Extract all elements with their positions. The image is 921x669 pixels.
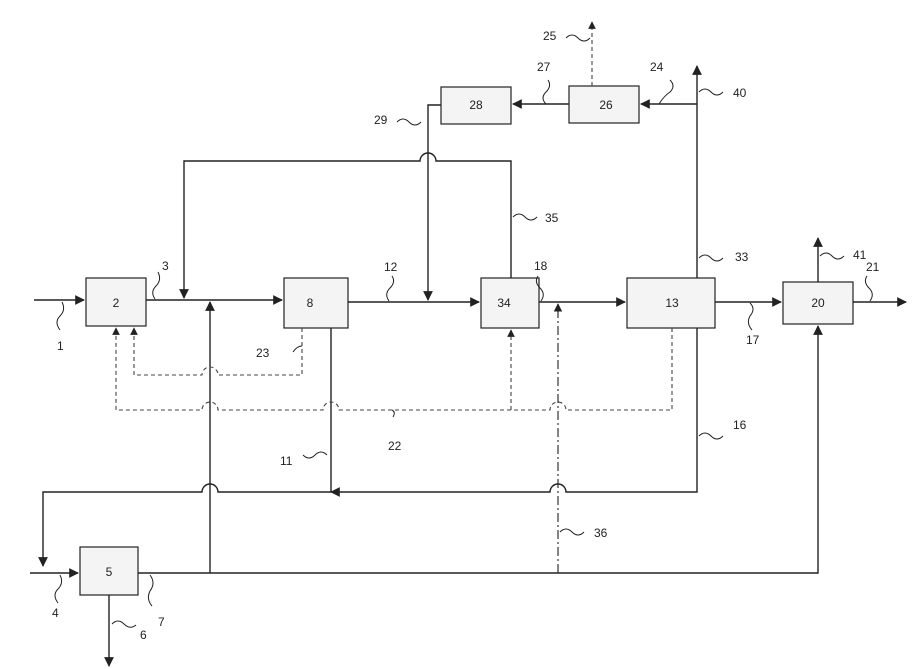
unit-5-label: 5: [106, 565, 113, 579]
label-29: 29: [374, 113, 388, 127]
unit-13: 13: [627, 278, 715, 328]
label-35: 35: [545, 211, 559, 225]
label-41: 41: [853, 248, 867, 262]
label-33: 33: [735, 250, 749, 264]
unit-26-label: 26: [599, 98, 613, 112]
label-1: 1: [57, 339, 64, 353]
unit-34-label: 34: [497, 296, 511, 310]
label-27: 27: [537, 60, 551, 74]
label-21: 21: [866, 260, 880, 274]
label-3: 3: [162, 259, 169, 273]
label-25: 25: [543, 29, 557, 43]
label-12: 12: [384, 260, 398, 274]
unit-5: 5: [80, 547, 138, 595]
unit-28: 28: [441, 87, 511, 124]
unit-26: 26: [569, 86, 639, 123]
label-16: 16: [733, 418, 747, 432]
label-24: 24: [650, 60, 664, 74]
unit-2: 2: [86, 278, 146, 326]
label-18: 18: [534, 259, 548, 273]
label-40: 40: [733, 86, 747, 100]
stream-29: [428, 105, 441, 300]
label-23: 23: [256, 346, 270, 360]
stream-23: [134, 328, 302, 375]
unit-34: 34: [481, 278, 539, 328]
unit-8: 8: [284, 278, 348, 328]
label-4: 4: [52, 606, 59, 620]
label-36: 36: [594, 526, 608, 540]
label-7: 7: [158, 615, 165, 629]
unit-13-label: 13: [665, 296, 679, 310]
label-6: 6: [140, 628, 147, 642]
label-17: 17: [746, 333, 760, 347]
unit-2-label: 2: [113, 296, 120, 310]
stream-7: [138, 302, 818, 573]
unit-20: 20: [783, 282, 853, 324]
stream-33-40: [641, 66, 697, 278]
label-11: 11: [280, 454, 293, 468]
unit-28-label: 28: [469, 98, 483, 112]
unit-8-label: 8: [307, 296, 314, 310]
main-process-line: [34, 300, 906, 302]
stream-35-recycle: [184, 153, 511, 298]
unit-20-label: 20: [811, 296, 825, 310]
label-22: 22: [388, 439, 402, 453]
stream-22: [116, 328, 672, 410]
